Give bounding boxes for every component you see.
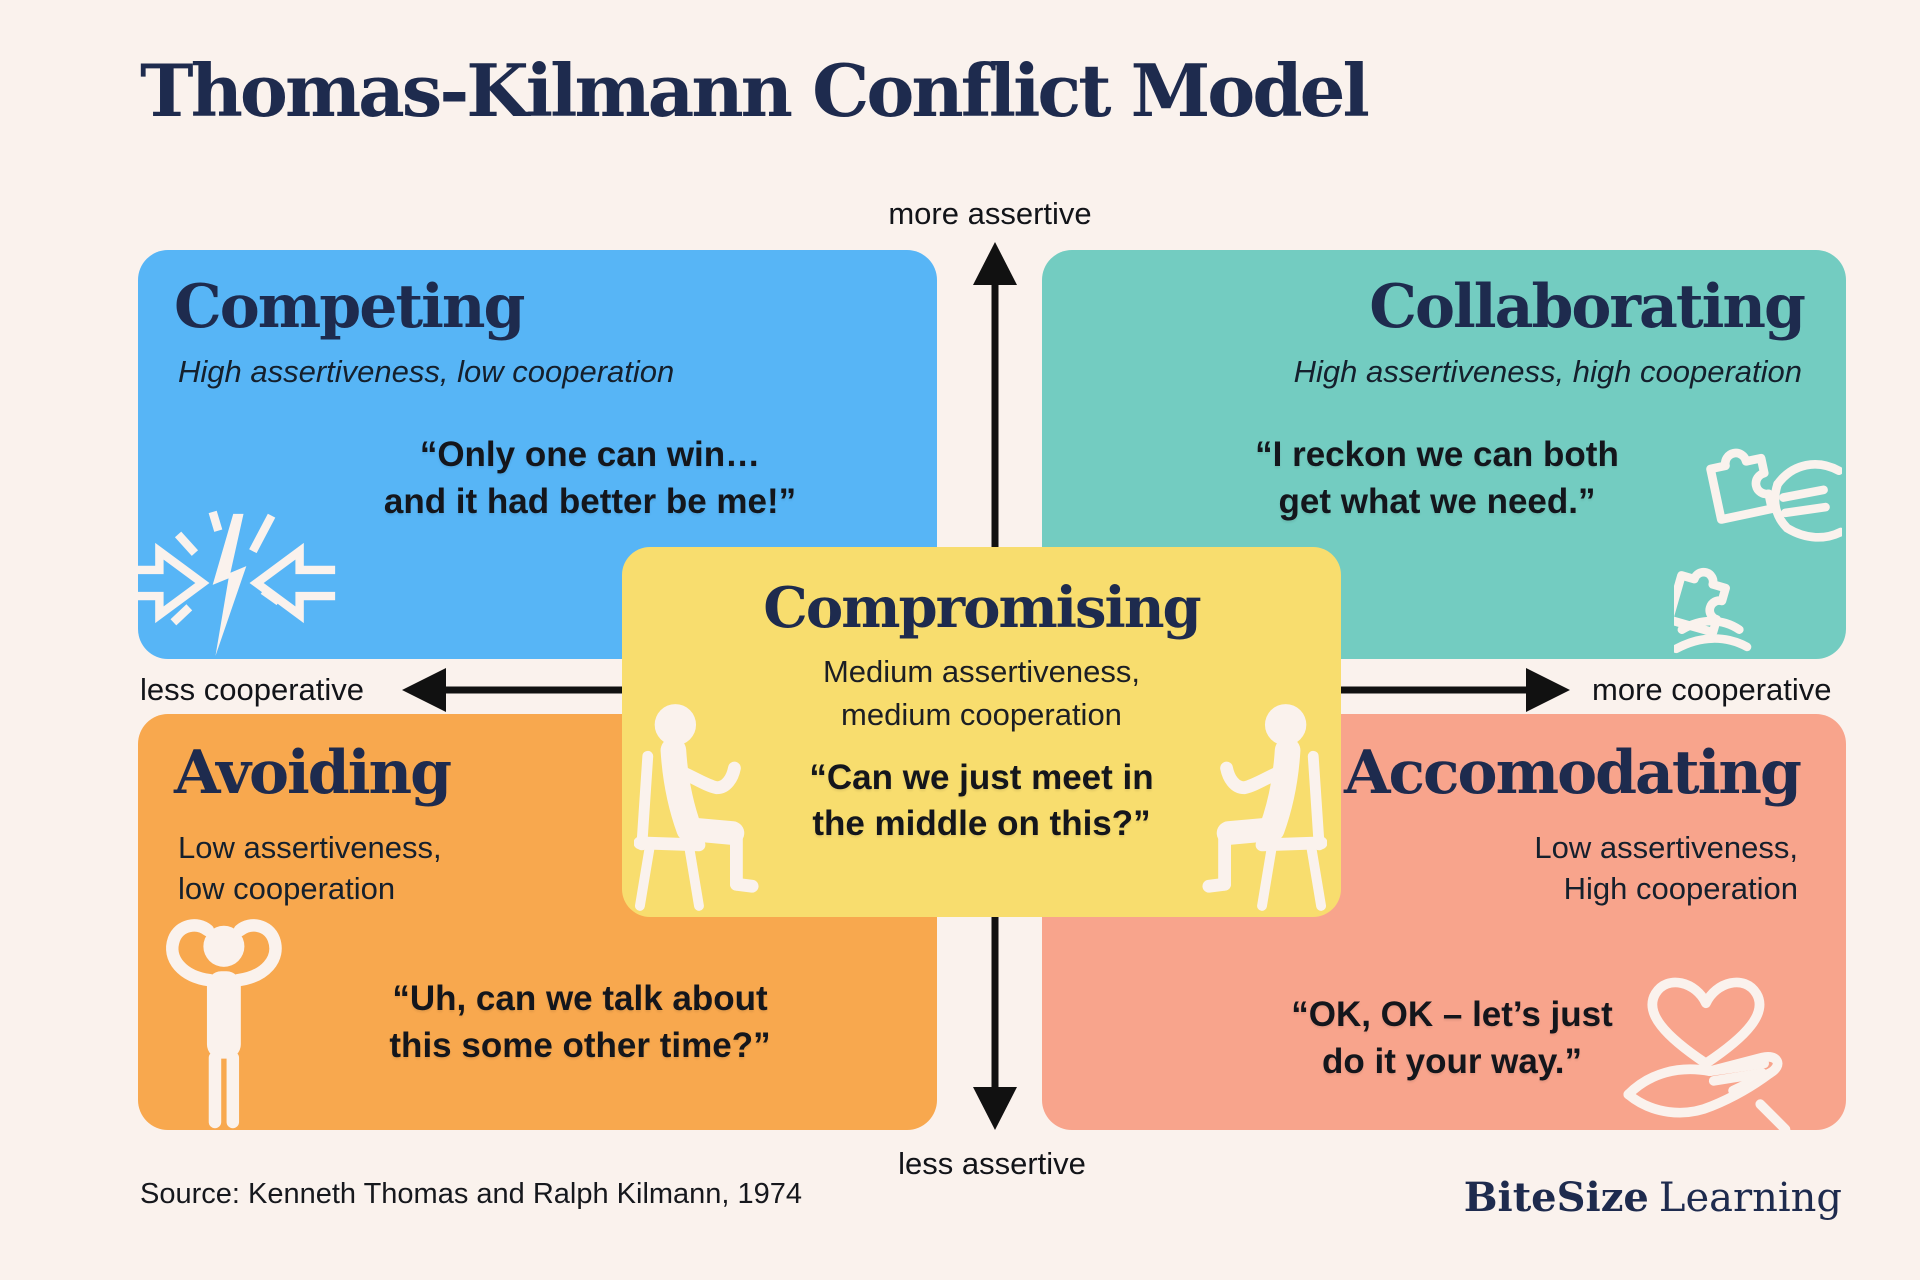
- logo-regular-text: Learning: [1658, 1175, 1842, 1221]
- compromising-subtitle: Medium assertiveness, medium cooperation: [622, 651, 1341, 737]
- quote-line: “Only one can win…: [419, 435, 761, 474]
- compromising-quote: “Can we just meet in the middle on this?…: [622, 755, 1341, 847]
- quadrant-collaborating-subtitle: High assertiveness, high cooperation: [1293, 354, 1802, 389]
- axis-label-less-assertive: less assertive: [898, 1146, 1086, 1181]
- quote-line: do it your way.”: [1322, 1041, 1582, 1081]
- collision-icon: [138, 510, 336, 656]
- quadrant-avoiding-quote: “Uh, can we talk about this some other t…: [310, 976, 850, 1070]
- quadrant-competing-title: Competing: [174, 272, 525, 342]
- hands-behind-head-icon: [166, 919, 282, 1129]
- quote-line: “Can we just meet in: [809, 757, 1154, 797]
- sitting-person-left-icon: [634, 704, 759, 911]
- quote-line: the middle on this?”: [812, 803, 1151, 843]
- quadrant-avoiding-title: Avoiding: [174, 738, 452, 808]
- quadrant-accomodating-subtitle: Low assertiveness, High cooperation: [1534, 828, 1798, 910]
- quadrant-avoiding-subtitle: Low assertiveness, low cooperation: [178, 828, 442, 910]
- puzzle-hands-icon: [1674, 448, 1842, 654]
- subtitle-line: medium cooperation: [841, 696, 1122, 732]
- subtitle-line: Low assertiveness,: [178, 830, 442, 865]
- subtitle-line: Low assertiveness,: [1534, 830, 1798, 865]
- quadrant-accomodating-quote: “OK, OK – let’s just do it your way.”: [1222, 992, 1682, 1086]
- axis-label-more-assertive: more assertive: [888, 196, 1092, 231]
- axis-label-more-cooperative: more cooperative: [1592, 672, 1832, 707]
- arrowhead-left-icon: [402, 668, 446, 712]
- compromising-title: Compromising: [763, 575, 1201, 641]
- arrowhead-up-icon: [973, 242, 1017, 285]
- source-note: Source: Kenneth Thomas and Ralph Kilmann…: [140, 1178, 803, 1210]
- quadrant-collaborating-title: Collaborating: [1369, 272, 1806, 342]
- sitting-person-right-icon: [1202, 704, 1327, 911]
- compromising-box: Compromising Medium assertiveness, mediu…: [622, 547, 1341, 917]
- quadrant-competing-subtitle: High assertiveness, low cooperation: [178, 354, 675, 389]
- arrowhead-down-icon: [973, 1087, 1017, 1130]
- quote-line: this some other time?”: [389, 1025, 771, 1065]
- quote-line: “I reckon we can both: [1255, 435, 1619, 474]
- subtitle-line: Medium assertiveness,: [822, 654, 1140, 689]
- quadrant-competing-quote: “Only one can win… and it had better be …: [310, 432, 870, 526]
- quote-line: “OK, OK – let’s just: [1291, 995, 1613, 1034]
- quote-line: “Uh, can we talk about: [392, 979, 768, 1018]
- page-title: Thomas-Kilmann Conflict Model: [140, 48, 1370, 133]
- quote-line: get what we need.”: [1278, 481, 1596, 521]
- subtitle-line: low cooperation: [178, 870, 396, 906]
- axis-label-less-cooperative: less cooperative: [140, 672, 365, 707]
- quadrant-accomodating-title: Accomodating: [1343, 738, 1802, 808]
- arrowhead-right-icon: [1526, 668, 1570, 712]
- logo-bold-text: BiteSize: [1463, 1174, 1649, 1221]
- quote-line: and it had better be me!”: [383, 481, 797, 521]
- heart-in-hand-icon: [1623, 977, 1791, 1130]
- quadrant-collaborating-quote: “I reckon we can both get what we need.”: [1177, 432, 1697, 526]
- subtitle-line: High cooperation: [1563, 870, 1798, 906]
